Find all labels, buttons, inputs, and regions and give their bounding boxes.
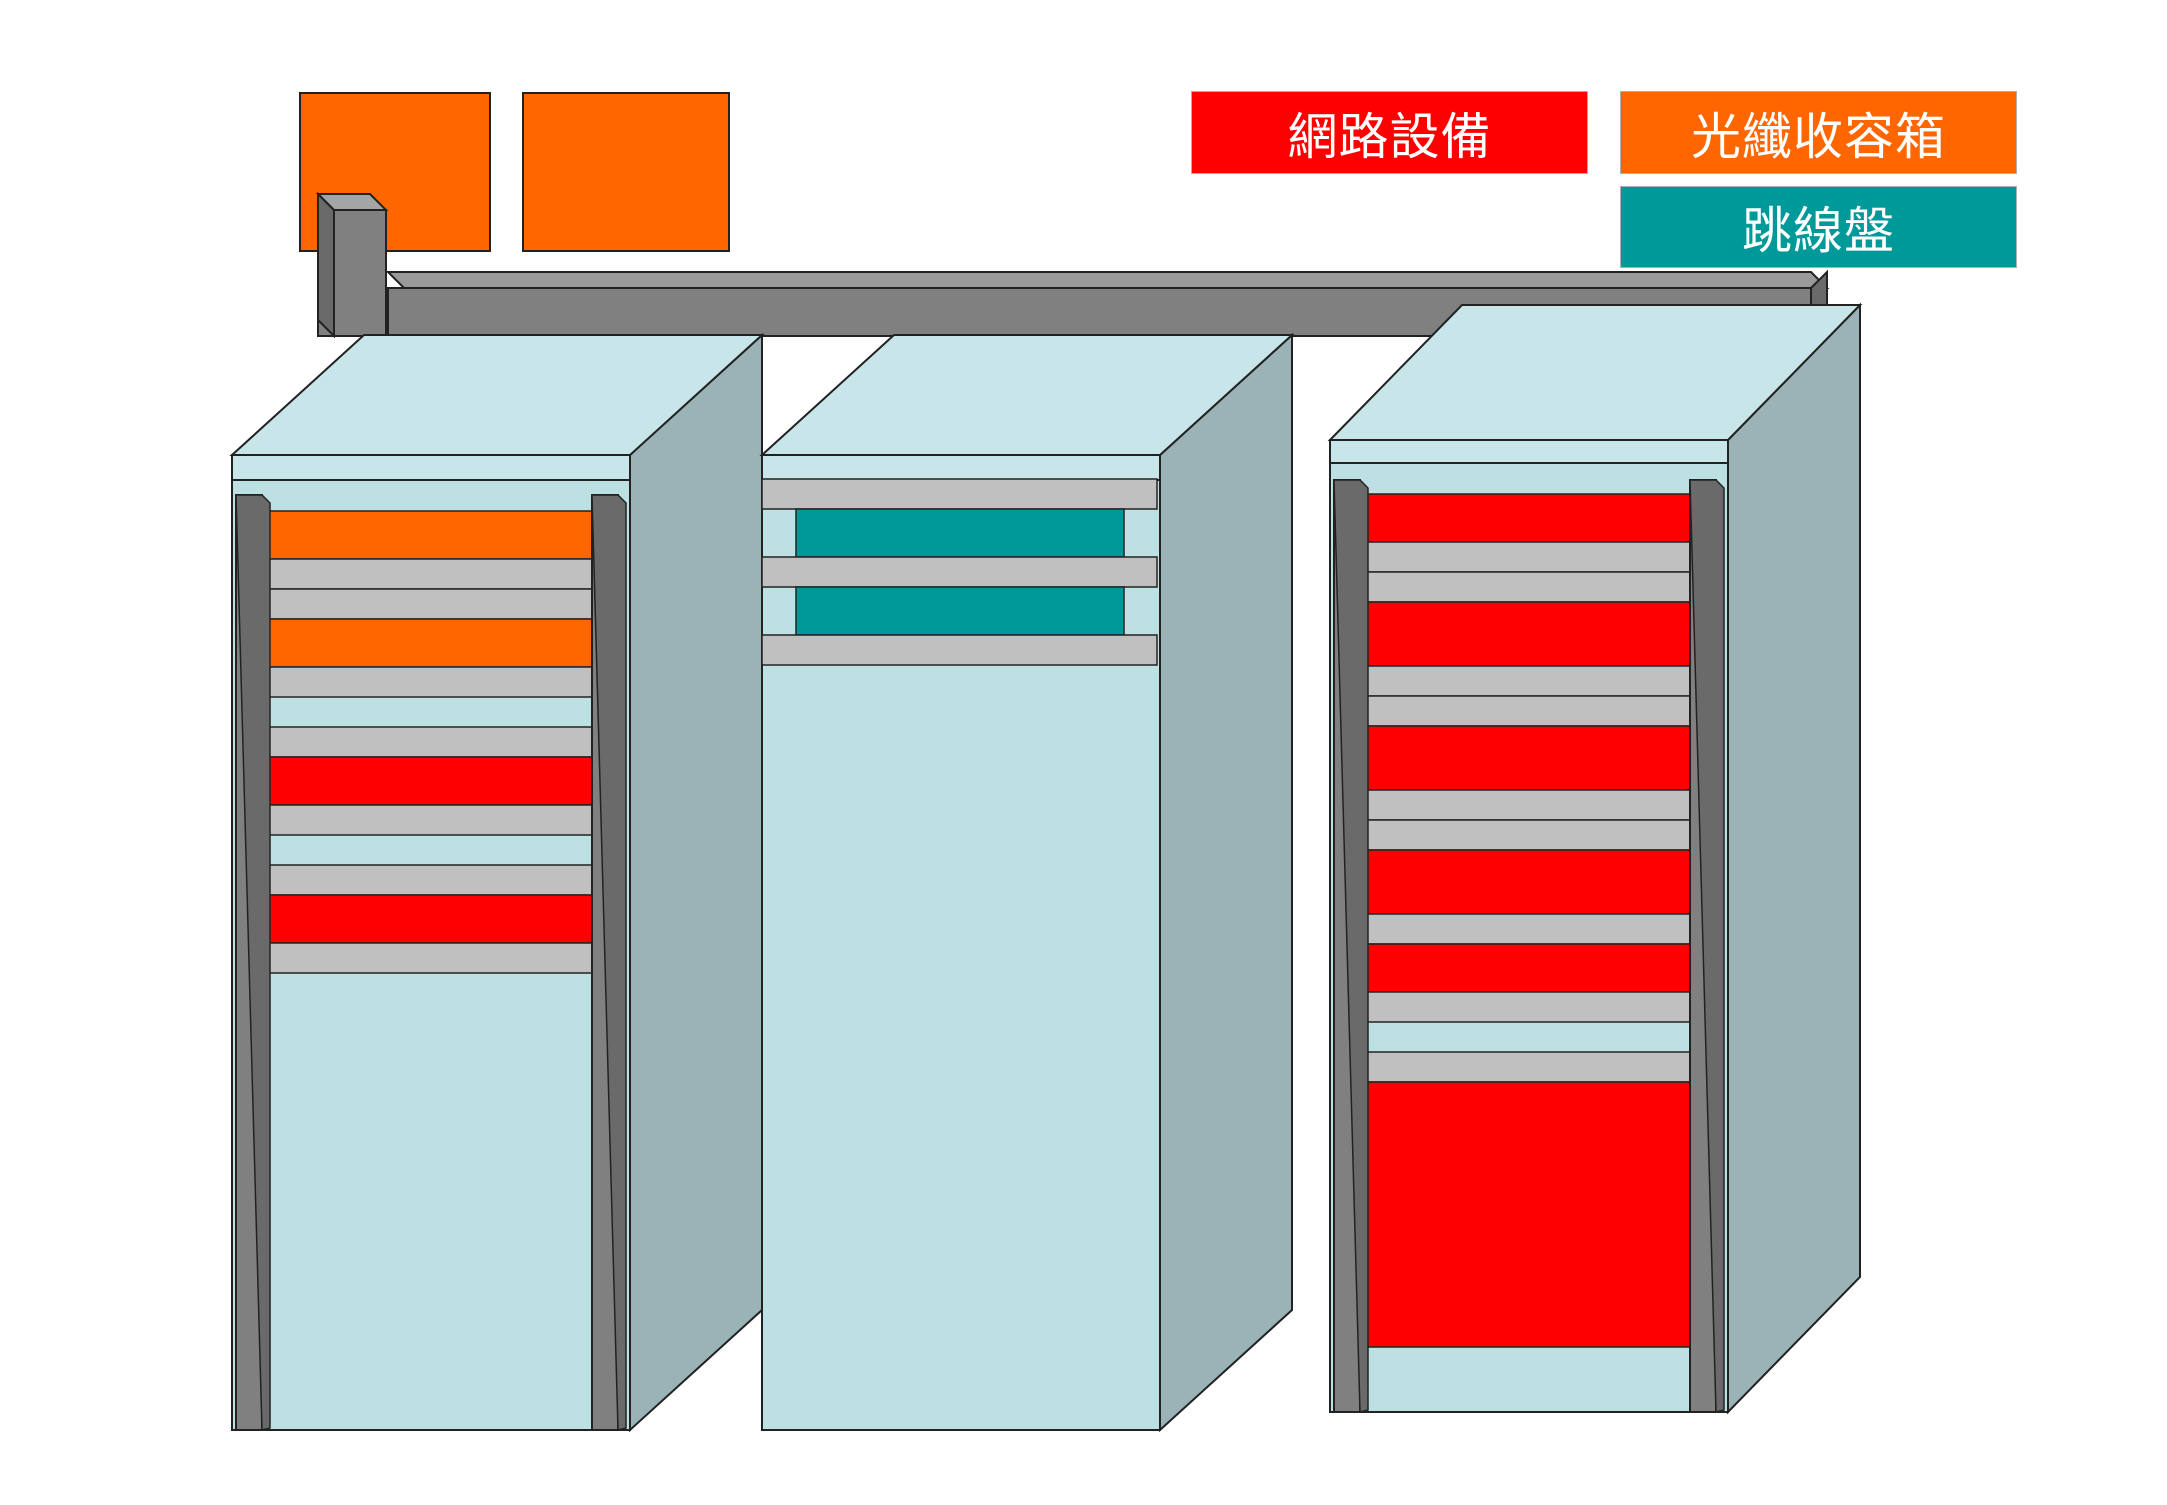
rack-right-rail-left-edge — [1333, 479, 1369, 1413]
rack-left-side-face — [629, 332, 763, 1433]
rack-right-unit-blank-3 — [1363, 571, 1691, 603]
legend-network-equipment-label: 網路設備 — [1287, 107, 1492, 166]
rack-right-unit-network-16 — [1363, 1081, 1691, 1348]
rack-right-side-face — [1727, 302, 1861, 1415]
rack-right-unit-blank-2 — [1363, 541, 1691, 573]
rack-right-unit-blank-6 — [1363, 695, 1691, 727]
rack-middle-unit-blank-3 — [761, 556, 1158, 588]
rack-left-unit-blank-9 — [263, 804, 593, 836]
rack-left-unit-network-8 — [263, 756, 593, 806]
rack-middle-cap — [761, 454, 1161, 481]
rack-left-unit-fiber-1 — [263, 510, 593, 560]
rack-right-unit-blank-13 — [1363, 991, 1691, 1023]
rack-right-unit-blank-5 — [1363, 665, 1691, 697]
rack-right-unit-blank-11 — [1363, 913, 1691, 945]
wall-fiber-box-2 — [522, 92, 730, 252]
rack-left-unit-blank-11 — [263, 864, 593, 896]
legend-network-equipment: 網路設備 — [1191, 91, 1588, 174]
legend-patch-panel: 跳線盤 — [1620, 186, 2017, 268]
rack-left-unit-blank-13 — [263, 942, 593, 974]
rack-middle-unit-blank-1 — [761, 478, 1158, 510]
rack-middle-side-face — [1159, 332, 1293, 1433]
rack-left-unit-blank-5 — [263, 666, 593, 698]
legend-patch-panel-label: 跳線盤 — [1742, 202, 1895, 260]
rack-middle-unit-blank-5 — [761, 634, 1158, 666]
rack-right-unit-network-12 — [1363, 943, 1691, 993]
rack-left-unit-blank-7 — [263, 726, 593, 758]
rack-left-cap — [231, 454, 631, 481]
rack-middle-unit-patch-4 — [795, 586, 1125, 636]
cable-drop-side-face — [317, 191, 335, 339]
rack-right-unit-network-4 — [1363, 601, 1691, 667]
rack-left-unit-blank-2 — [263, 558, 593, 590]
rack-left-unit-network-12 — [263, 894, 593, 944]
rack-left-unit-fiber-4 — [263, 618, 593, 668]
rack-middle-unit-patch-2 — [795, 508, 1125, 558]
rack-right-cap — [1329, 439, 1729, 464]
rack-right-unit-blank-8 — [1363, 789, 1691, 821]
rack-left-rail-right-edge — [591, 494, 627, 1431]
rack-left-unit-blank-3 — [263, 588, 593, 620]
rack-right-rail-right-edge — [1689, 479, 1725, 1413]
rack-left-rail-left-edge — [235, 494, 271, 1431]
rack-right-unit-blank-15 — [1363, 1051, 1691, 1083]
rack-right-unit-network-10 — [1363, 849, 1691, 915]
legend-fiber-enclosure-label: 光纖收容箱 — [1691, 107, 1946, 166]
legend-fiber-enclosure: 光纖收容箱 — [1620, 91, 2017, 174]
rack-right-unit-blank-9 — [1363, 819, 1691, 851]
cable-tray-top-face — [385, 271, 1830, 289]
rack-right-unit-network-7 — [1363, 725, 1691, 791]
rack-right-unit-network-1 — [1363, 493, 1691, 543]
